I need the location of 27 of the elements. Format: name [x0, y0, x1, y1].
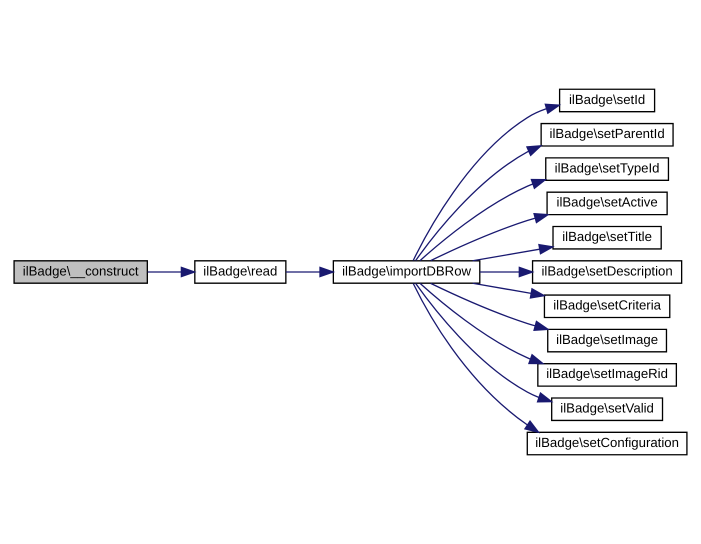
node-box: ilBadge\importDBRow — [332, 260, 480, 284]
arrow — [430, 282, 550, 332]
arrow — [480, 266, 534, 278]
node-box: ilBadge\read — [194, 260, 287, 284]
arrow — [472, 244, 555, 262]
node-box: ilBadge\setParentId — [540, 122, 674, 147]
node-box: ilBadge\setId — [558, 88, 656, 112]
arrow — [412, 104, 562, 261]
node-box: ilBadge\setImage — [547, 328, 668, 352]
arrow — [286, 266, 336, 278]
arrow — [420, 282, 545, 364]
node-box: ilBadge\setImageRid — [537, 363, 678, 387]
arrow — [472, 282, 546, 299]
node-box: ilBadge\setDescription — [532, 260, 682, 284]
arrow — [415, 145, 543, 261]
node-box: ilBadge\setValid — [551, 397, 664, 422]
node-box: ilBadge\setActive — [546, 192, 668, 216]
node-box: ilBadge\setCriteria — [544, 294, 670, 318]
arrow — [412, 283, 540, 434]
arrow — [420, 178, 548, 262]
node-box: ilBadge\setTypeId — [545, 157, 670, 181]
arrow — [430, 212, 550, 262]
node-box: ilBadge\__construct — [13, 260, 148, 284]
node-box: ilBadge\setTitle — [552, 226, 662, 250]
arrow — [415, 283, 554, 402]
node-box: ilBadge\setConfiguration — [526, 432, 688, 456]
arrow — [148, 266, 197, 278]
